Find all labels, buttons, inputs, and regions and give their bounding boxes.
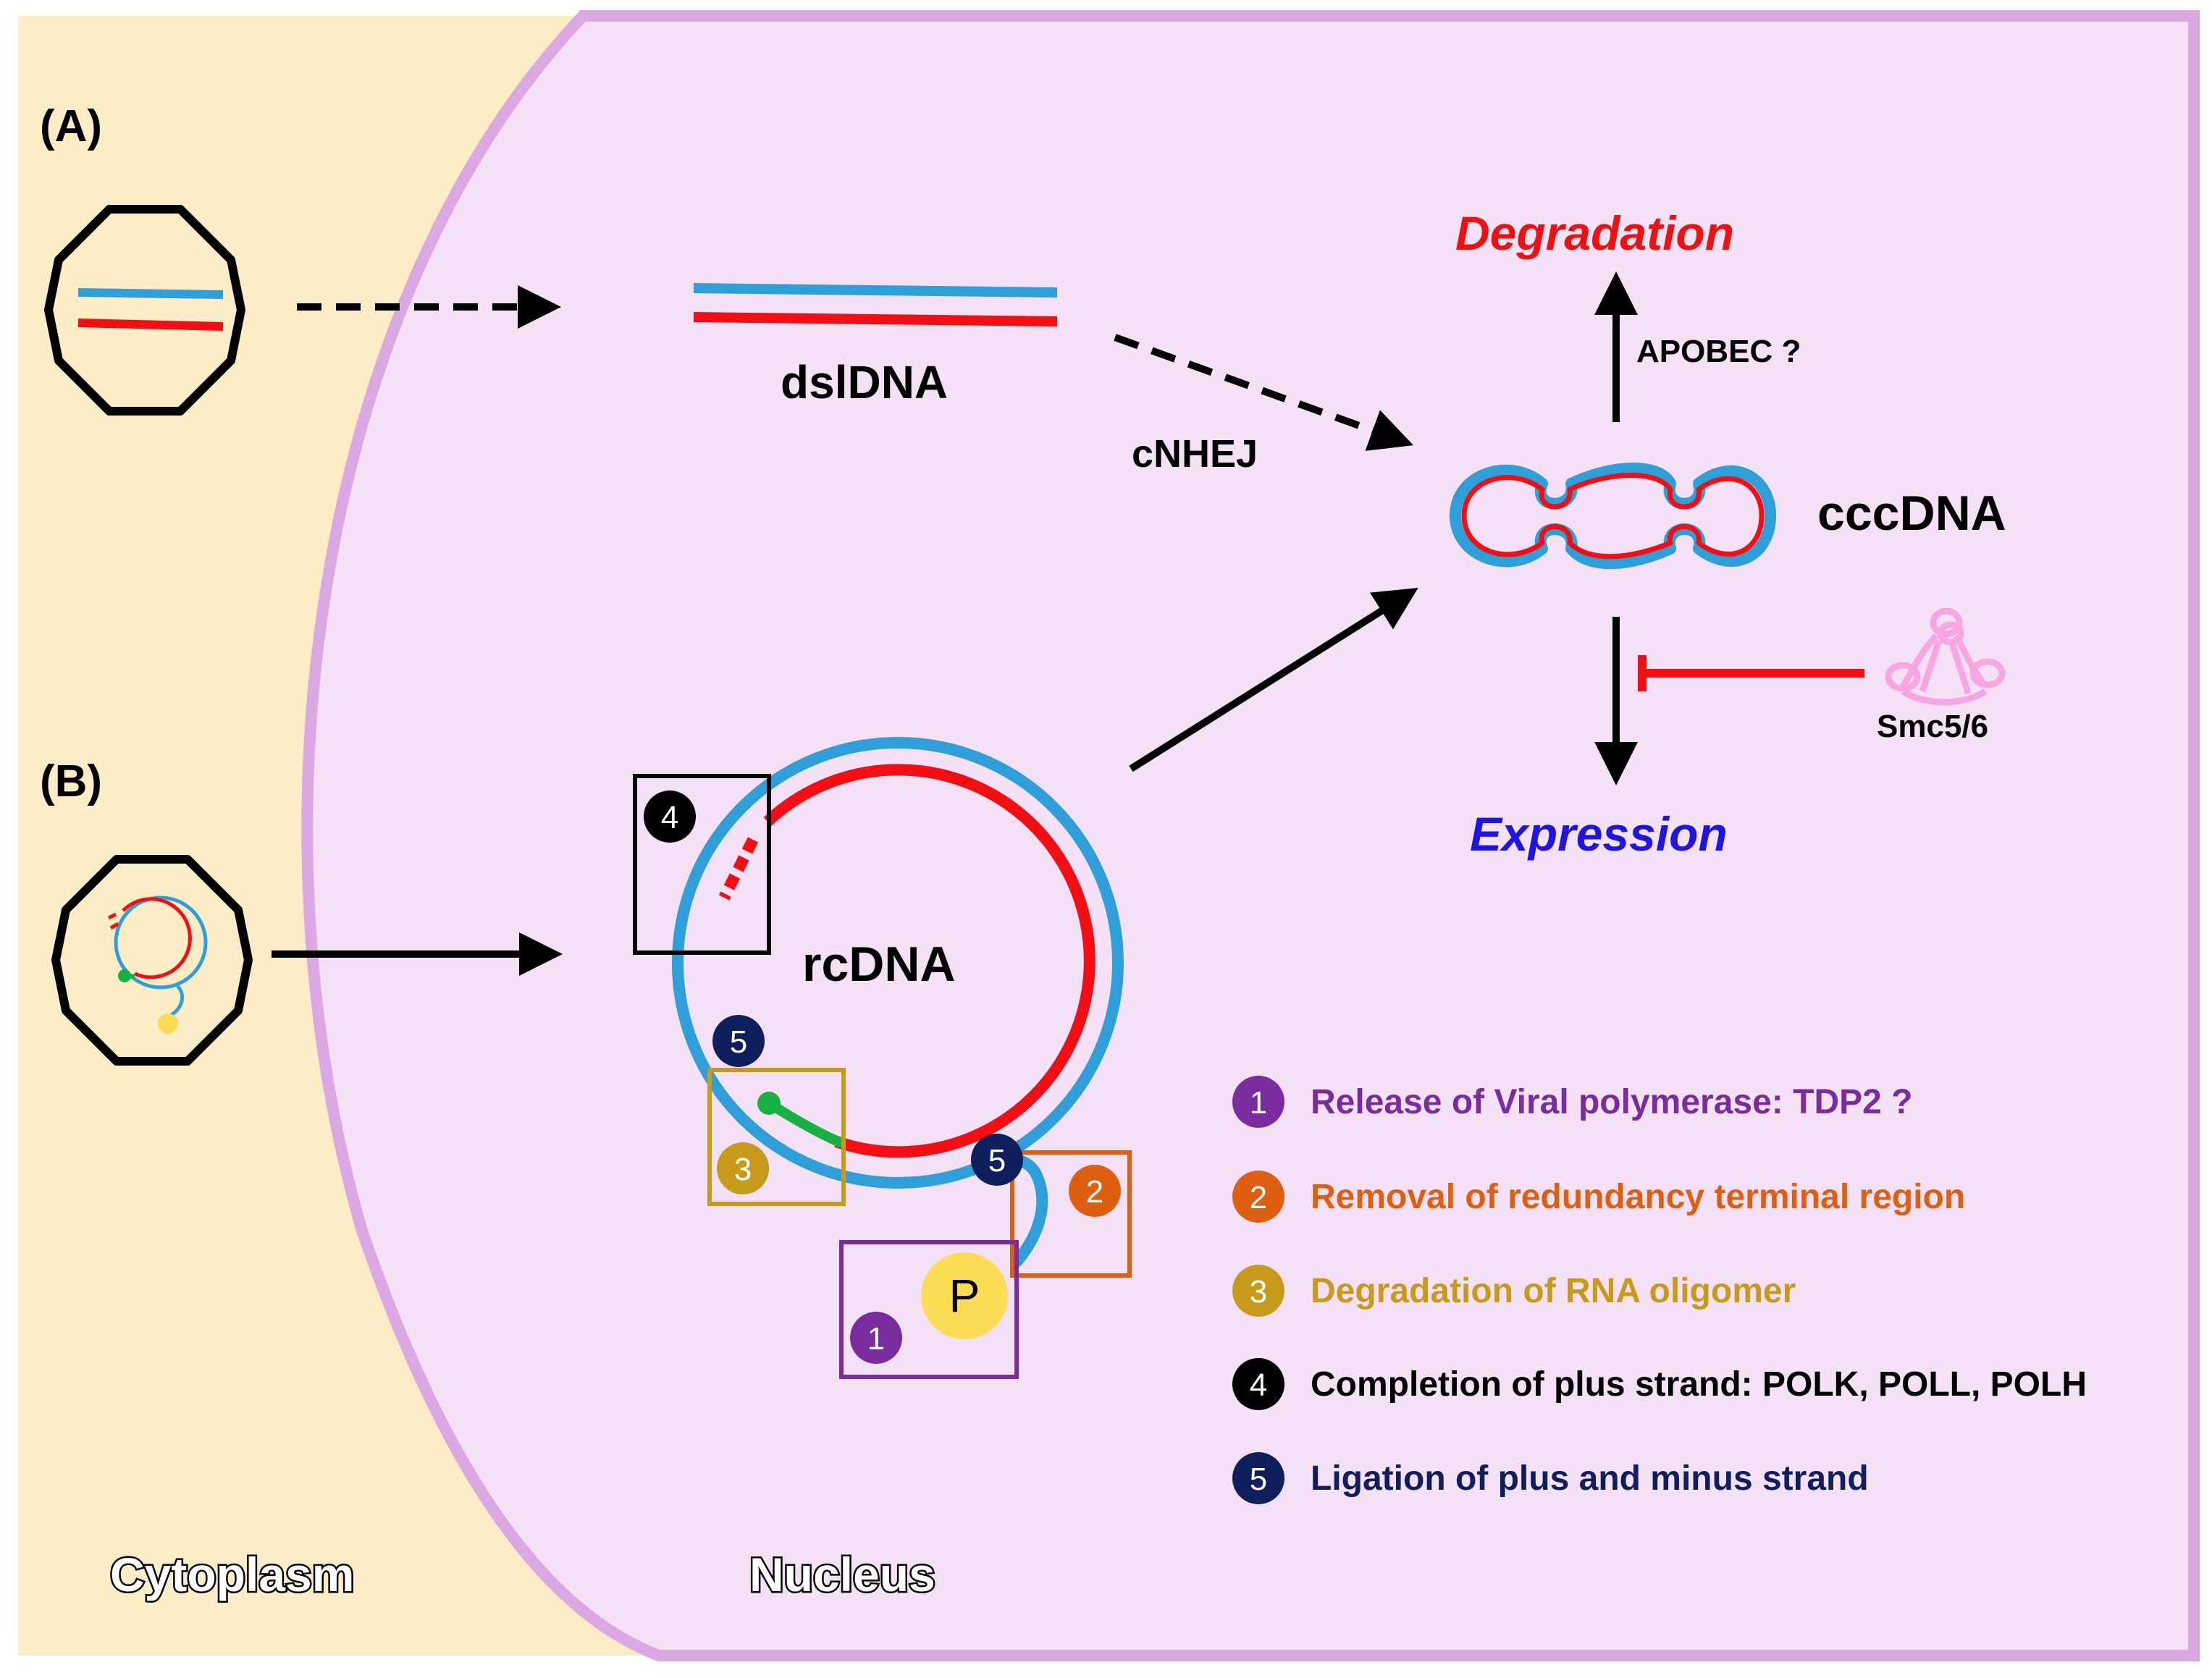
cnhej-arrow (1114, 334, 1414, 451)
diagram-badge-5b: 5 (971, 1134, 1023, 1186)
diagram-badge-1-num: 1 (867, 1321, 885, 1357)
polymerase-p (921, 1252, 1008, 1339)
cccdna-molecule (1450, 463, 1776, 570)
nucleus-label: Nucleus (749, 1548, 935, 1601)
rcdna-to-cccdna-arrow (1129, 588, 1418, 772)
step1-box (839, 1240, 1019, 1379)
legend-item-5: 5 Ligation of plus and minus strand (1232, 1452, 1869, 1504)
legend-text-4: Completion of plus strand: POLK, POLL, P… (1311, 1365, 2087, 1404)
capsid-b-icon (51, 855, 253, 1066)
apobec-label: APOBEC ? (1636, 334, 1801, 369)
diagram-badge-4: 4 (644, 790, 696, 843)
dsldna-label: dslDNA (781, 356, 948, 408)
legend-item-4: 4 Completion of plus strand: POLK, POLL,… (1232, 1358, 2087, 1410)
legend-text-1: Release of Viral polymerase: TDP2 ? (1311, 1083, 1912, 1121)
nucleus-region (301, 10, 2200, 1661)
legend-text-3: Degradation of RNA oligomer (1311, 1272, 1796, 1310)
smc5-6-complex-icon (1885, 607, 2006, 706)
diagram-badge-5a: 5 (712, 1015, 765, 1067)
legend-item-1: 1 Release of Viral polymerase: TDP2 ? (1232, 1076, 1912, 1128)
smc-label: Smc5/6 (1877, 709, 1988, 744)
cytoplasm-label: Cytoplasm (110, 1548, 354, 1601)
legend-text-2: Removal of redundancy terminal region (1311, 1178, 1965, 1216)
diagram-badge-2: 2 (1069, 1165, 1121, 1217)
legend-num-4: 4 (1250, 1367, 1267, 1403)
expression-label: Expression (1470, 807, 1728, 861)
cnhej-label: cNHEJ (1132, 432, 1258, 476)
step4-box (633, 774, 771, 955)
legend-num-1: 1 (1250, 1085, 1267, 1121)
panel-b-label: (B) (40, 756, 102, 806)
diagram-badge-5b-num: 5 (988, 1143, 1006, 1179)
rcdna-label: rcDNA (802, 937, 956, 992)
step2-box (1010, 1150, 1132, 1278)
diagram-badge-4-num: 4 (661, 800, 678, 835)
legend-text-5: Ligation of plus and minus strand (1311, 1459, 1869, 1498)
diagram-badge-2-num: 2 (1086, 1174, 1103, 1210)
cccdna-label: cccDNA (1817, 486, 2006, 541)
diagram-badge-3-num: 3 (734, 1152, 752, 1187)
legend-num-2: 2 (1250, 1180, 1267, 1215)
diagram-badge-1: 1 (850, 1312, 902, 1364)
legend: 1 Release of Viral polymerase: TDP2 ? 2 … (1232, 1076, 2087, 1504)
legend-item-2: 2 Removal of redundancy terminal region (1232, 1171, 1965, 1223)
panel-a-label: (A) (40, 101, 102, 151)
dsldna-strands (693, 283, 1058, 326)
step3-box (707, 1068, 846, 1206)
legend-num-5: 5 (1250, 1462, 1267, 1497)
diagram-badge-3: 3 (717, 1142, 769, 1194)
legend-num-3: 3 (1250, 1274, 1267, 1310)
polymerase-label: P (949, 1270, 980, 1322)
legend-item-3: 3 Degradation of RNA oligomer (1232, 1265, 1796, 1317)
diagram-badge-5a-num: 5 (730, 1024, 747, 1060)
degradation-label: Degradation (1455, 206, 1734, 260)
capsid-a-icon (44, 205, 245, 416)
